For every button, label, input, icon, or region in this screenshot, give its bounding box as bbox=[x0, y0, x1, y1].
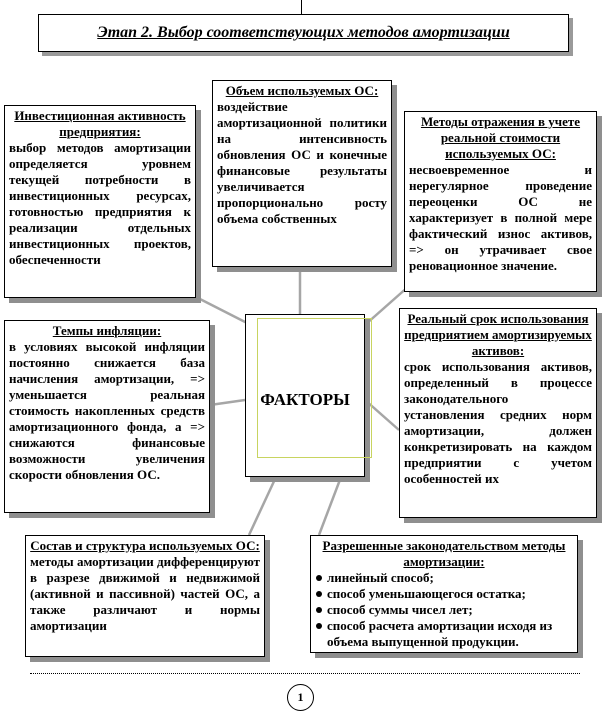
factor-inflation-heading: Темпы инфляции: bbox=[52, 323, 162, 338]
factor-revaluation-text: несвоевременное и нерегулярное проведени… bbox=[409, 162, 592, 273]
factors-label: ФАКТОРЫ bbox=[260, 390, 350, 409]
factor-useful-life-text: срок использования активов, определенный… bbox=[404, 359, 592, 486]
page-number-text: 1 bbox=[297, 690, 304, 704]
stage-title: Этап 2. Выбор соответствующих методов ам… bbox=[97, 24, 510, 41]
factor-composition-heading: Состав и структура используемых ОС: bbox=[30, 538, 260, 553]
factor-useful-life-box: Реальный срок использования предприятием… bbox=[399, 308, 597, 518]
factor-useful-life-heading: Реальный срок использования предприятием… bbox=[404, 311, 592, 358]
factor-investment-box: Инвестиционная активность предприятия: в… bbox=[4, 105, 196, 298]
factor-inflation-box: Темпы инфляции: в условиях высокой инфля… bbox=[4, 320, 210, 513]
page-number: 1 bbox=[287, 684, 314, 711]
factor-investment-heading: Инвестиционная активность предприятия: bbox=[14, 108, 186, 139]
allowed-method-item: линейный способ; bbox=[316, 570, 573, 586]
factor-investment-text: выбор методов амортизации определяется у… bbox=[9, 140, 191, 267]
factor-volume-box: Объем используемых ОС: воздействие аморт… bbox=[212, 80, 392, 267]
allowed-method-item: способ уменьшающегося остатка; bbox=[316, 586, 573, 602]
factor-revaluation-heading: Методы отражения в учете реальной стоимо… bbox=[420, 114, 581, 161]
allowed-methods-box: Разрешенные законодательством методы амо… bbox=[310, 535, 578, 653]
footer-divider bbox=[30, 673, 580, 674]
allowed-methods-list: линейный способ; способ уменьшающегося о… bbox=[315, 570, 573, 650]
factor-inflation-text: в условиях высокой инфляции постоянно сн… bbox=[9, 339, 205, 482]
allowed-methods-heading: Разрешенные законодательством методы амо… bbox=[322, 538, 566, 569]
factor-volume-text: воздействие амортизационной политики на … bbox=[217, 99, 387, 226]
factors-center-inner-frame bbox=[257, 318, 372, 458]
allowed-method-item: способ расчета амортизации исходя из объ… bbox=[316, 618, 573, 650]
factor-composition-text: методы амортизации дифференцируют в разр… bbox=[30, 554, 261, 633]
allowed-method-item: способ суммы чисел лет; bbox=[316, 602, 573, 618]
factor-composition-box: Состав и структура используемых ОС: мето… bbox=[25, 535, 265, 657]
factor-revaluation-box: Методы отражения в учете реальной стоимо… bbox=[404, 111, 597, 292]
top-connector bbox=[301, 0, 302, 14]
factors-center-box bbox=[245, 314, 365, 477]
factor-volume-heading: Объем используемых ОС: bbox=[225, 83, 379, 98]
stage-title-box: Этап 2. Выбор соответствующих методов ам… bbox=[38, 14, 569, 52]
